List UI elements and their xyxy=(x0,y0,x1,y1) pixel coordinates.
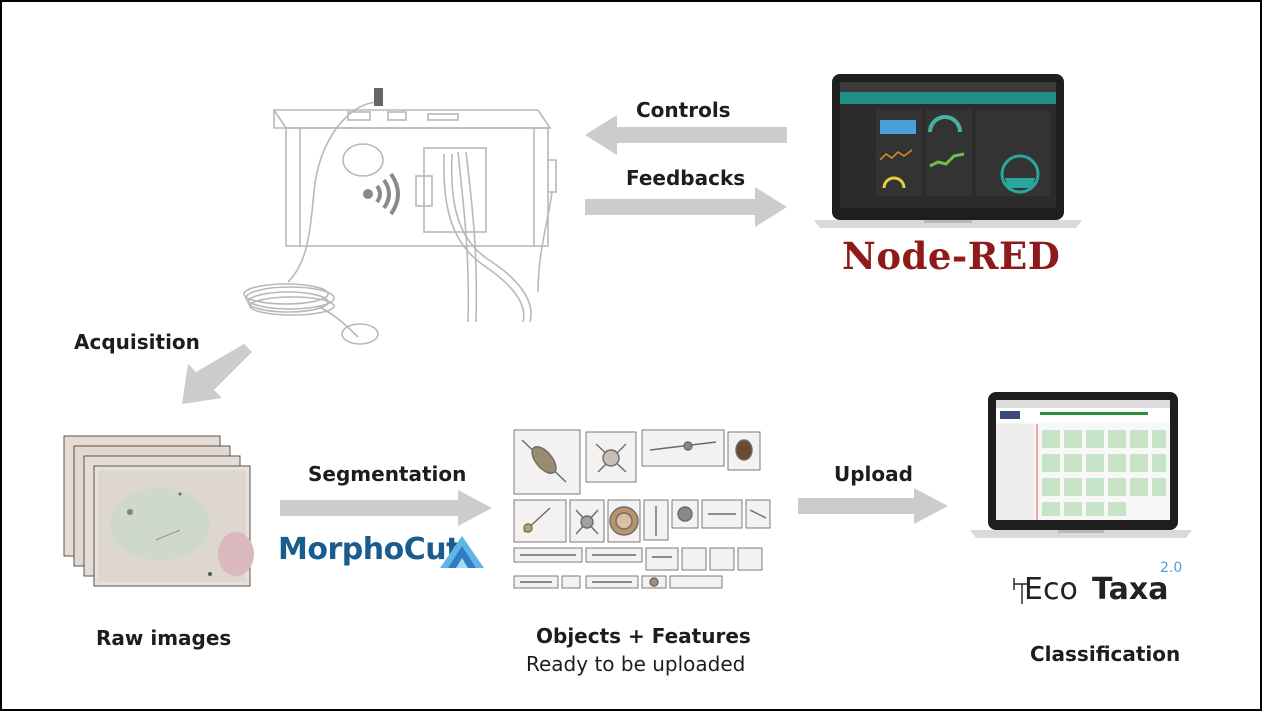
acquisition-label: Acquisition xyxy=(74,330,200,354)
upload-label: Upload xyxy=(834,462,913,486)
classification-label: Classification xyxy=(1030,642,1181,666)
ecotaxa-eco-text: Eco xyxy=(1024,572,1078,607)
device-illustration xyxy=(243,88,557,345)
wifi-icon xyxy=(363,172,400,216)
nodered-logo: Node-RED xyxy=(842,234,1061,278)
morphocut-mark-icon xyxy=(440,536,484,568)
ready-label: Ready to be uploaded xyxy=(526,652,746,676)
morphocut-logo: MorphoCut xyxy=(278,532,460,567)
nodered-laptop xyxy=(814,74,1082,228)
controls-label: Controls xyxy=(636,98,731,122)
ecotaxa-bracket-icon xyxy=(1013,578,1030,604)
upload-arrow xyxy=(798,488,948,524)
acquisition-arrow xyxy=(182,344,252,404)
controls-arrow xyxy=(585,115,787,155)
ecotaxa-laptop xyxy=(970,392,1192,538)
objects-features-label: Objects + Features xyxy=(536,624,751,648)
controls-feedbacks-arrows xyxy=(585,115,787,227)
segmentation-label: Segmentation xyxy=(308,462,467,486)
ecotaxa-taxa-text: Taxa xyxy=(1092,572,1169,607)
segmentation-arrow xyxy=(280,490,492,526)
ecotaxa-version-text: 2.0 xyxy=(1160,560,1183,576)
objects-grid xyxy=(513,429,771,589)
raw-images-stack xyxy=(63,435,254,587)
feedbacks-arrow xyxy=(585,187,787,227)
feedbacks-label: Feedbacks xyxy=(626,166,746,190)
raw-images-label: Raw images xyxy=(96,626,232,650)
ecotaxa-logo: Eco Taxa 2.0 xyxy=(1010,560,1200,614)
